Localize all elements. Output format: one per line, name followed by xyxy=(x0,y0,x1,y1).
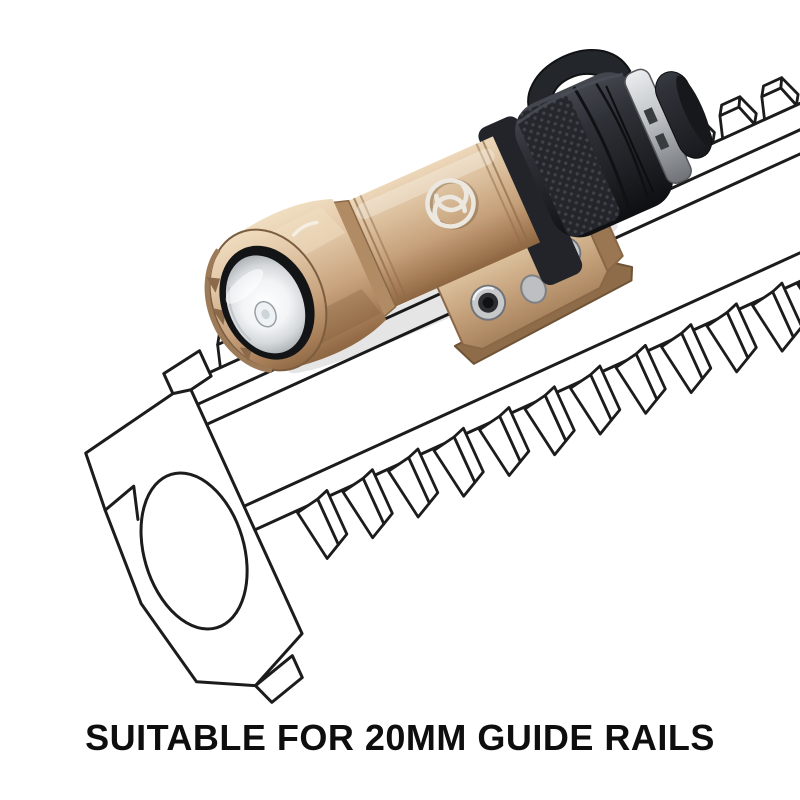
barrel-hole xyxy=(139,471,249,631)
tailcap xyxy=(515,72,674,238)
flashlight xyxy=(204,49,713,374)
tail-button xyxy=(655,71,713,159)
mount-pin xyxy=(520,274,547,304)
silver-ring-slot xyxy=(643,107,658,125)
tail-rubber-loop xyxy=(527,49,632,120)
mount-screw-front xyxy=(470,284,507,321)
clamp-ring xyxy=(478,116,583,286)
caption-text: SUITABLE FOR 20MM GUIDE RAILS xyxy=(85,717,715,758)
lens-glare xyxy=(225,269,264,304)
rail-line-art xyxy=(84,52,800,704)
lens-reflector xyxy=(219,245,315,360)
engraving-mark xyxy=(291,220,319,237)
body-tube xyxy=(346,136,541,308)
brand-logo-icon xyxy=(425,178,479,230)
rail-end-cap xyxy=(84,349,304,704)
silver-ring-slot xyxy=(654,132,670,151)
knurl-band xyxy=(517,95,620,237)
